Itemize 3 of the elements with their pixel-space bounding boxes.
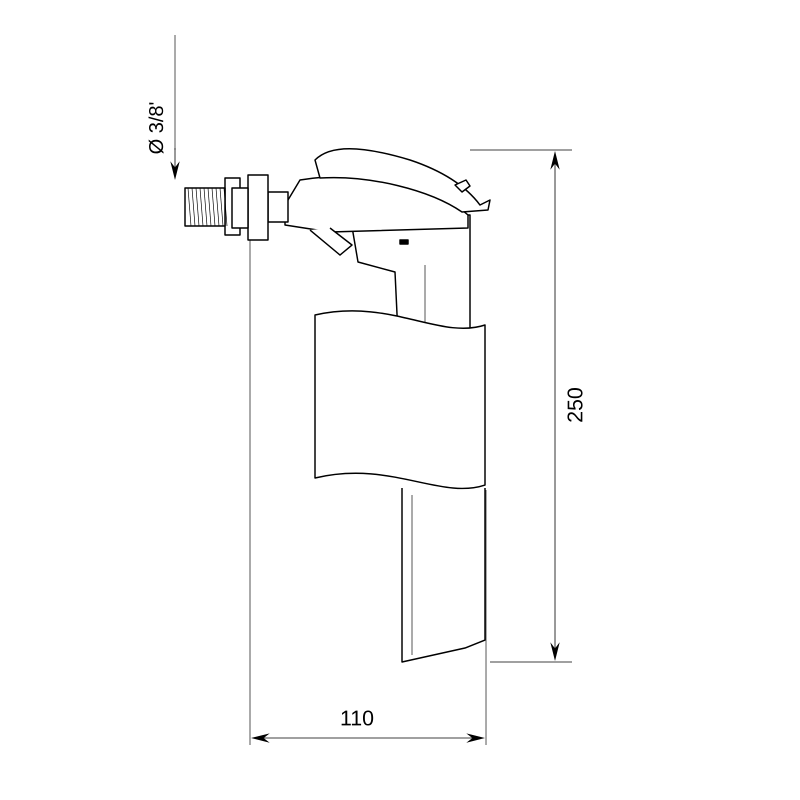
dimension-text: 110 [342,710,374,726]
dimension-text: Ø 3/8' [148,102,164,154]
dimension-text: 250 [567,388,583,422]
